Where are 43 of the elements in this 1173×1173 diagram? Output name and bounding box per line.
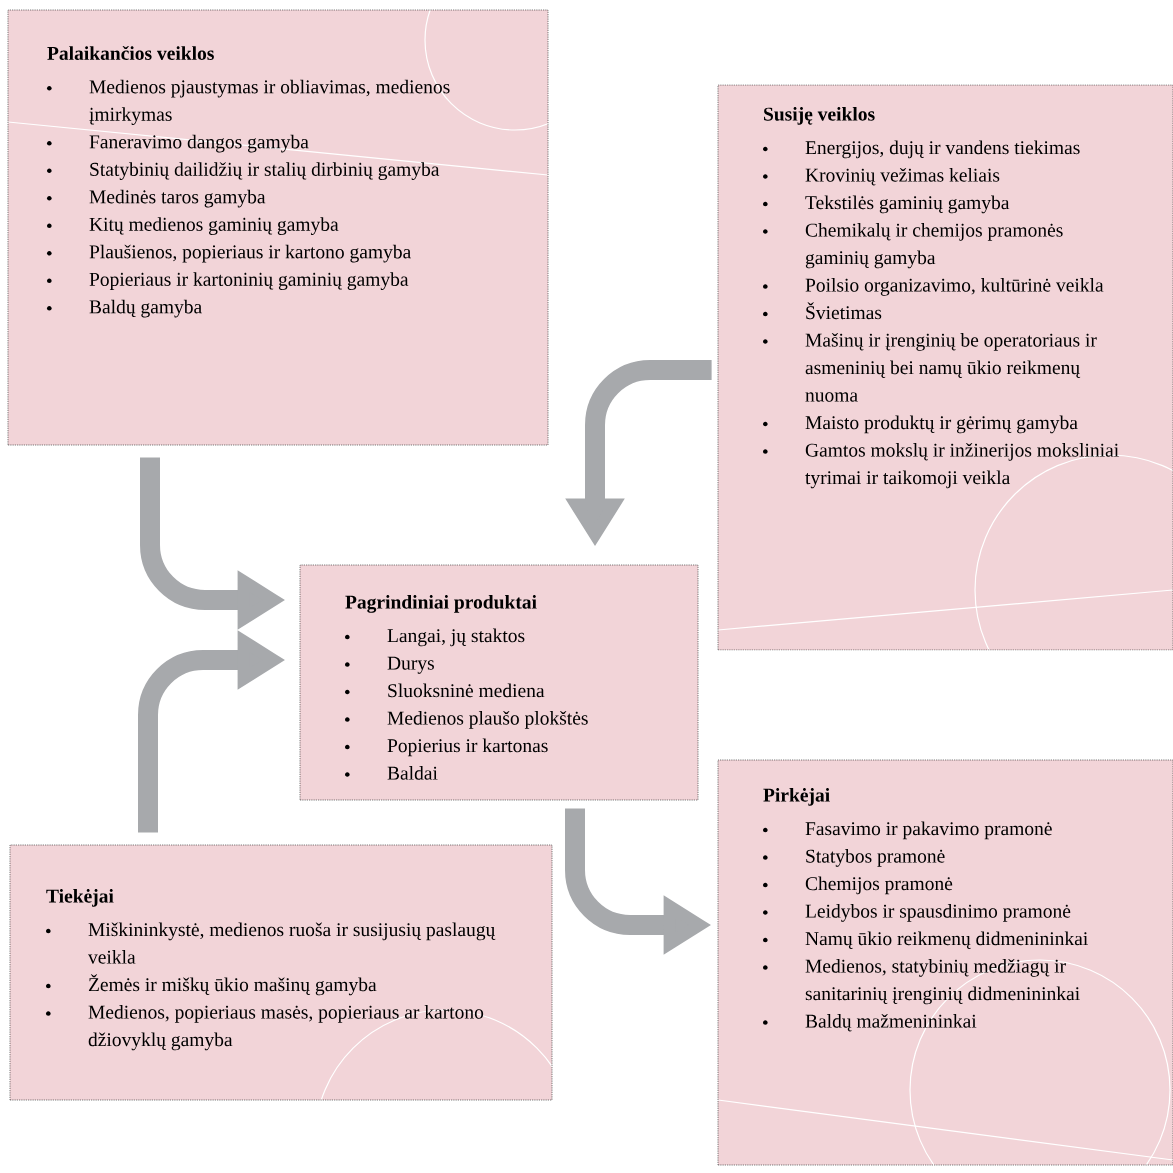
list-item: Tekstilės gaminių gamyba: [805, 195, 1010, 214]
list-item: Baldai: [387, 766, 438, 780]
text-box: [717, 759, 1173, 1166]
list-item: Medienos pjaustymas ir obliavimas, medienos įmirkymas: [89, 79, 450, 125]
list-item: Medienos, statybinių medžiagų ir sanitarinių įrenginių didmenininkai: [805, 959, 1080, 1005]
text-box: [7, 9, 549, 446]
heading: Palaikančios veiklos: [47, 46, 214, 60]
list-item: Statybos pramonė: [806, 849, 945, 867]
list-item: Medinės taros gamyba: [89, 189, 266, 208]
list-item: Baldų mažmenininkai: [805, 1014, 977, 1032]
list-item: Langai, jų staktos: [387, 628, 525, 647]
heading: Pirkėjai: [763, 788, 830, 806]
list-item: Sluoksninė mediena: [388, 683, 545, 698]
list-item: Maisto produktų ir gėrimų gamyba: [805, 415, 1078, 434]
list-item: Poilsio organizavimo, kultūrinė veikla: [805, 278, 1104, 296]
list-item: Fasavimo ir pakavimo pramonė: [805, 821, 1052, 840]
list-item: Žemės ir miškų ūkio mašinų gamyba: [88, 974, 377, 996]
heading: Tiekėjai: [46, 889, 114, 907]
list-item: Medienos, popieriaus masės, popieriaus ar kartono džiovyklų gamyba: [88, 1005, 484, 1051]
list-item: Popierius ir kartonas: [387, 738, 548, 757]
list-item: Popieriaus ir kartoninių gaminių gamyba: [89, 272, 409, 290]
list-item: Švietimas: [806, 302, 882, 320]
list-item: Baldų gamyba: [89, 299, 202, 318]
list-item: Durys: [387, 656, 434, 674]
list-item: Energijos, dujų ir vandens tiekimas: [805, 140, 1080, 159]
text-box: [299, 564, 699, 801]
list-item: Mašinų ir įrenginių be operatoriaus ir asmeninių bei namų ūkio reikmenų nuoma: [805, 332, 1097, 402]
list-item: Krovinių vežimas keliais: [805, 167, 1000, 186]
list-item: Namų ūkio reikmenų didmenininkai: [805, 931, 1088, 949]
heading: Pagrindiniai produktai: [345, 595, 537, 613]
list-item: Medienos plaušo plokštės: [387, 710, 588, 729]
text-box: [717, 84, 1173, 651]
list-item: Faneravimo dangos gamyba: [89, 134, 309, 153]
list-item: Kitų medienos gaminių gamyba: [89, 217, 339, 235]
list-item: Leidybos ir spausdinimo pramonė: [805, 904, 1071, 922]
list-item: Miškininkystė, medienos ruoša ir susijusių paslaugų veikla: [88, 922, 496, 964]
text-box: [9, 844, 553, 1101]
list-item: Plaušienos, popieriaus ir kartono gamyba: [89, 244, 411, 263]
list-item: Statybinių dailidžių ir stalių dirbinių gamyba: [90, 162, 440, 180]
heading: Susiję veiklos: [764, 107, 875, 125]
list-item: Chemijos pramonė: [805, 876, 953, 895]
list-item: Gamtos mokslų ir inžinerijos moksliniai tyrimai ir taikomoji veikla: [805, 442, 1119, 489]
list-item: Chemikalų ir chemijos pramonės gaminių gamyba: [805, 223, 1063, 269]
